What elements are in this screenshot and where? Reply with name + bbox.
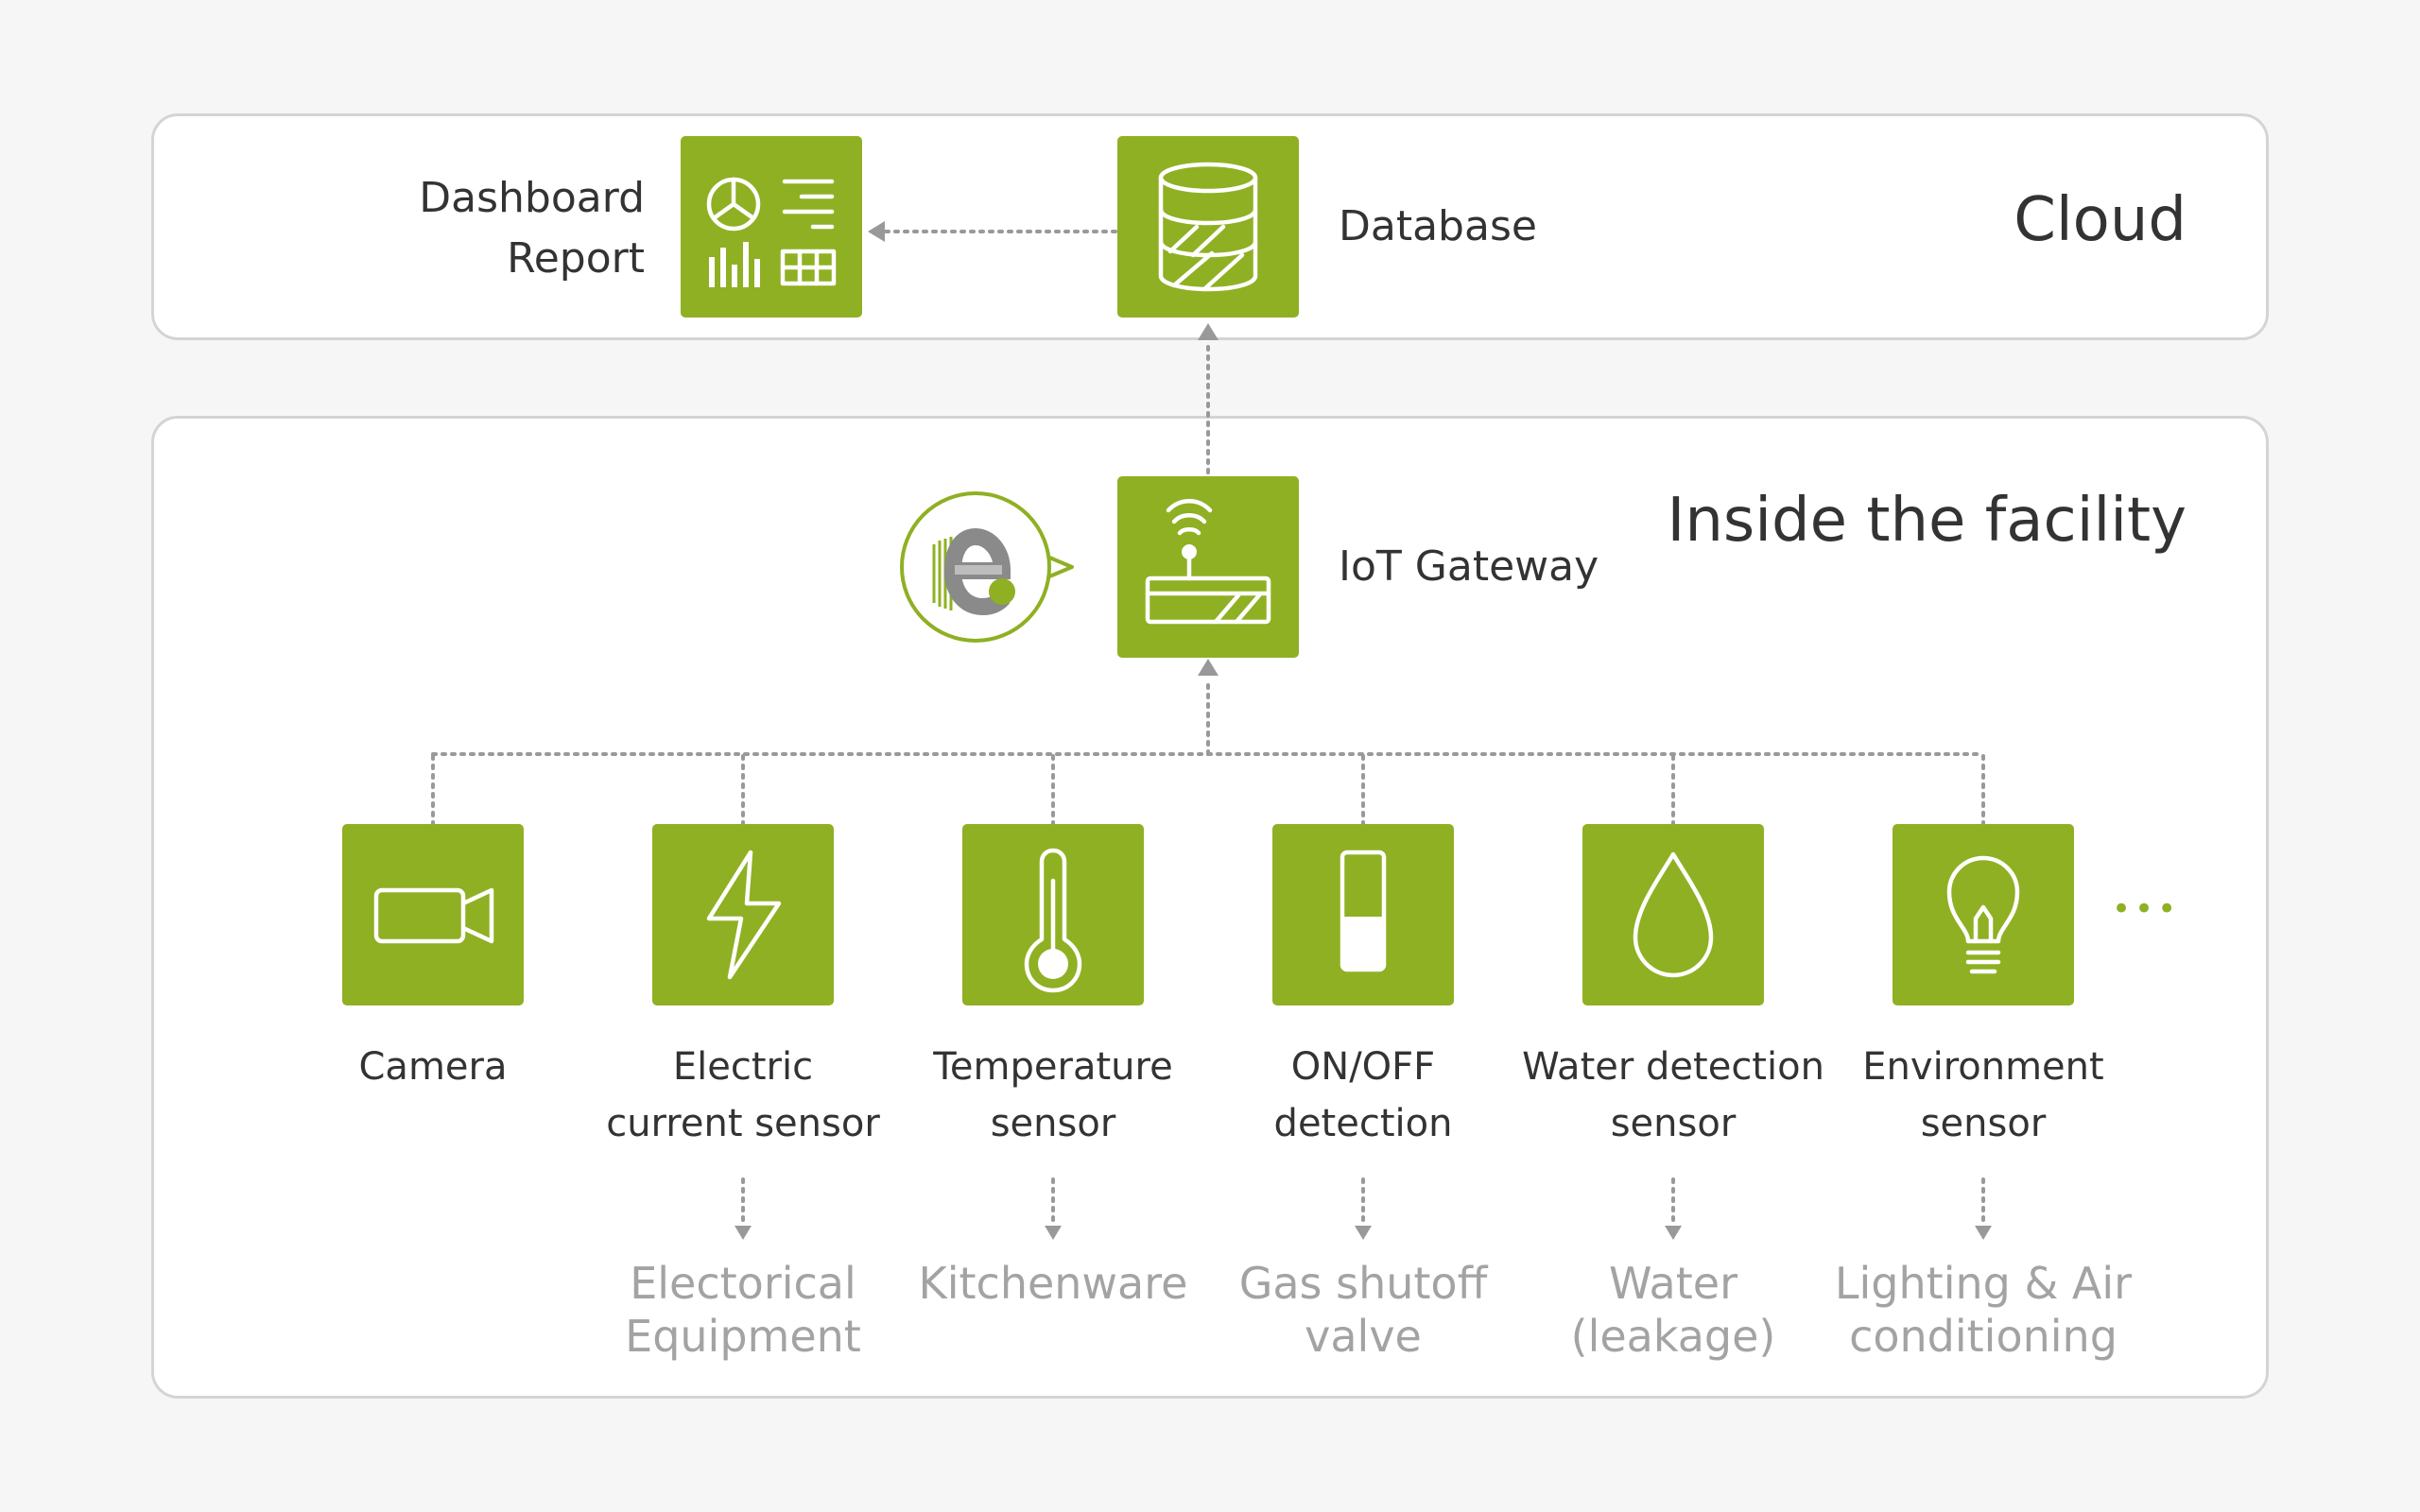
thermometer-icon bbox=[1024, 848, 1082, 993]
sensor-label-camera-line1: Camera bbox=[358, 1045, 508, 1089]
target-label-water-line2: (leakage) bbox=[1570, 1311, 1776, 1362]
target-label-water-line1: Water bbox=[1609, 1258, 1737, 1309]
sensor-tile-onoff bbox=[1272, 824, 1454, 1005]
target-label-electric-line1: Electorical bbox=[630, 1258, 856, 1309]
dashboard-label-line1: Dashboard bbox=[419, 174, 645, 222]
target-label-electric-line2: Equipment bbox=[625, 1311, 861, 1362]
sensor-label-onoff-line1: ON/OFF bbox=[1290, 1045, 1436, 1089]
switch-icon bbox=[1340, 850, 1387, 972]
sensor-tile-temperature bbox=[962, 824, 1144, 1005]
database-icon bbox=[1158, 162, 1258, 292]
dashboard-label-line2: Report bbox=[507, 234, 645, 283]
target-label-environment-line1: Lighting & Air bbox=[1834, 1258, 2133, 1309]
dashboard-report-icon bbox=[706, 177, 837, 287]
facility-title: Inside the facility bbox=[1667, 486, 2187, 556]
sensor-label-temperature-line2: sensor bbox=[990, 1102, 1116, 1145]
sensor-label-electric-line1: Electric bbox=[672, 1045, 814, 1089]
sensor-tile-electric bbox=[652, 824, 834, 1005]
water-drop-icon bbox=[1633, 851, 1714, 978]
target-label-environment-line2: conditioning bbox=[1849, 1311, 2118, 1362]
target-label-onoff-line1: Gas shutoff bbox=[1238, 1258, 1488, 1309]
router-icon bbox=[1145, 499, 1271, 625]
database-label: Database bbox=[1339, 202, 1537, 250]
sensor-tile-camera bbox=[342, 824, 524, 1005]
sensor-label-water-line2: sensor bbox=[1610, 1102, 1737, 1145]
database-tile bbox=[1117, 136, 1299, 318]
sensor-label-onoff-line2: detection bbox=[1273, 1102, 1453, 1145]
target-label-temperature-line1: Kitchenware bbox=[918, 1258, 1188, 1309]
edge-logo-icon bbox=[900, 491, 1074, 643]
sensor-tile-environment bbox=[1893, 824, 2074, 1005]
sensor-label-electric-line2: current sensor bbox=[606, 1102, 880, 1145]
target-label-onoff-line2: valve bbox=[1305, 1311, 1422, 1362]
light-bulb-icon bbox=[1946, 855, 2020, 974]
cloud-title: Cloud bbox=[2014, 185, 2187, 255]
iot-gateway-tile bbox=[1117, 476, 1299, 658]
sensor-label-water-line1: Water detection bbox=[1522, 1045, 1824, 1089]
camera-icon bbox=[373, 887, 494, 944]
sensor-tile-water bbox=[1582, 824, 1764, 1005]
sensor-label-environment-line2: sensor bbox=[1920, 1102, 2047, 1145]
sensor-label-environment-line1: Environment bbox=[1862, 1045, 2104, 1089]
more-sensors-indicator: ••• bbox=[2112, 890, 2181, 928]
iot-gateway-label: IoT Gateway bbox=[1339, 542, 1599, 591]
sensor-label-temperature-line1: Temperature bbox=[933, 1045, 1173, 1089]
lightning-icon bbox=[706, 850, 782, 980]
dashboard-report-tile bbox=[681, 136, 862, 318]
